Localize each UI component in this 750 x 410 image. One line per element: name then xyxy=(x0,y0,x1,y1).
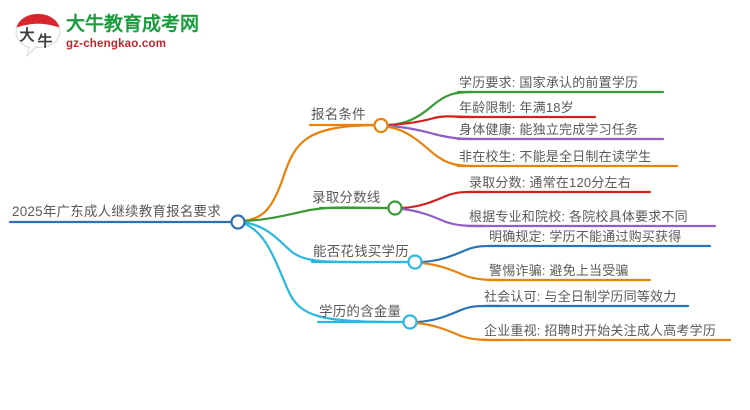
edge-root-branch-1 xyxy=(241,206,391,223)
mindmap-branch-label-2[interactable]: 能否花钱买学历 xyxy=(313,244,409,259)
mindmap-leaf-label-0-3[interactable]: 非在校生: 不能是全日制在读学生 xyxy=(459,149,652,164)
mindmap-leaf-label-1-0[interactable]: 录取分数: 通常在120分左右 xyxy=(469,175,631,190)
node-circle-branch-3[interactable] xyxy=(402,314,418,330)
mindmap-leaf-label-3-1[interactable]: 企业重视: 招聘时开始关注成人高考学历 xyxy=(484,323,717,338)
edge-branch-1-child-0 xyxy=(400,190,487,210)
mindmap-root-label[interactable]: 2025年广东成人继续教育报名要求 xyxy=(12,204,221,219)
mindmap-branch-label-0[interactable]: 报名条件 xyxy=(311,107,366,122)
logo-title: 大牛教育成考网 xyxy=(66,14,200,35)
node-circle-root[interactable] xyxy=(230,214,246,230)
svg-text:牛: 牛 xyxy=(37,32,52,50)
edge-root-branch-3 xyxy=(241,221,406,324)
svg-text:大: 大 xyxy=(19,26,34,44)
edge-branch-3-child-0 xyxy=(415,304,502,324)
mindmap-leaf-label-3-0[interactable]: 社会认可: 与全日制学历同等效力 xyxy=(484,289,677,304)
mindmap-leaf-label-2-0[interactable]: 明确规定: 学历不能通过购买获得 xyxy=(489,229,682,244)
mindmap-leaf-label-0-2[interactable]: 身体健康: 能独立完成学习任务 xyxy=(459,122,639,137)
logo-url: gz-chengkao.com xyxy=(66,38,167,50)
node-circle-branch-1[interactable] xyxy=(387,200,403,216)
mindmap-branch-label-1[interactable]: 录取分数线 xyxy=(312,190,381,205)
mindmap-leaf-label-0-0[interactable]: 学历要求: 国家承认的前置学历 xyxy=(459,75,639,90)
site-logo[interactable]: 大 牛 大牛教育成考网 gz-chengkao.com xyxy=(14,10,200,60)
logo-mark-icon: 大 牛 xyxy=(15,13,61,58)
mindmap-leaf-label-2-1[interactable]: 警惕诈骗: 避免上当受骗 xyxy=(489,263,629,278)
node-circle-branch-2[interactable] xyxy=(407,254,423,270)
edge-root-branch-0 xyxy=(241,123,377,223)
edge-branch-2-child-0 xyxy=(420,244,507,264)
mindmap-leaf-label-1-1[interactable]: 根据专业和院校: 各院校具体要求不同 xyxy=(469,209,688,224)
node-circle-branch-0[interactable] xyxy=(373,117,389,134)
mindmap-branch-label-3[interactable]: 学历的含金量 xyxy=(319,304,402,319)
mindmap-leaf-label-0-1[interactable]: 年龄限制: 年满18岁 xyxy=(459,100,574,115)
